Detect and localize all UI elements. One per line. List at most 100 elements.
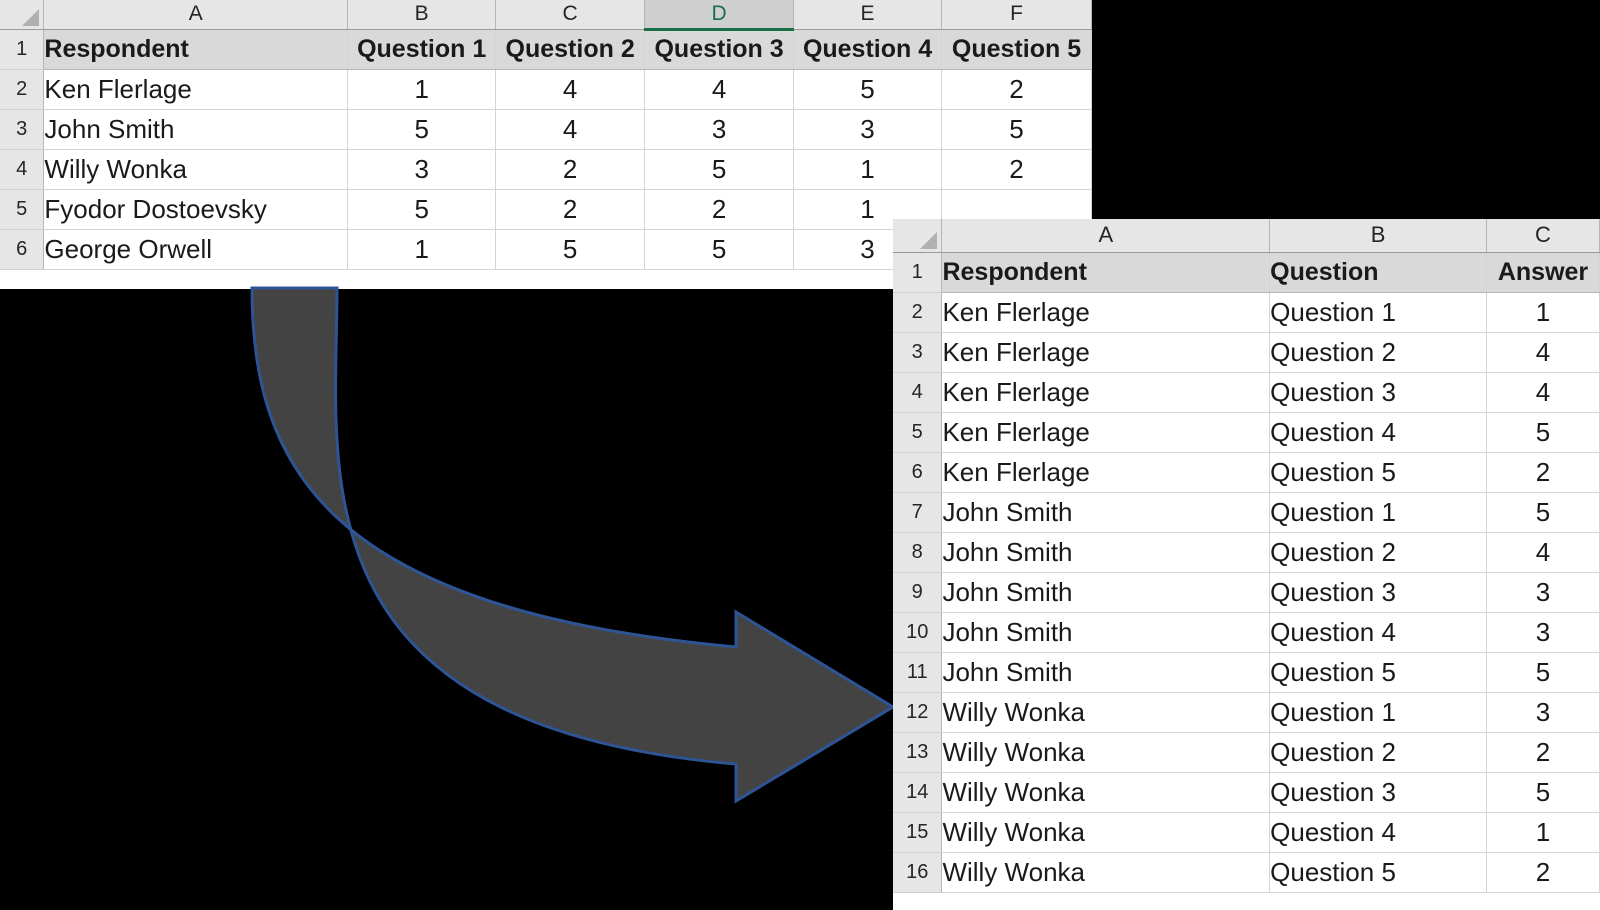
cell-f2[interactable]: 2	[941, 69, 1092, 110]
cell-a5[interactable]: Ken Flerlage	[941, 412, 1271, 453]
cell-c11[interactable]: 5	[1486, 652, 1600, 693]
cell-b4[interactable]: 3	[347, 149, 497, 190]
cell-c16[interactable]: 2	[1486, 852, 1600, 893]
table-row[interactable]: 10 John Smith Question 4 3	[893, 612, 1600, 653]
cell-b3[interactable]: Question 2	[1269, 332, 1487, 373]
table-row[interactable]: 14 Willy Wonka Question 3 5	[893, 772, 1600, 813]
cell-a8[interactable]: John Smith	[941, 532, 1271, 573]
cell-a9[interactable]: John Smith	[941, 572, 1271, 613]
cell-b6[interactable]: 1	[347, 229, 497, 270]
row-header-13[interactable]: 13	[893, 732, 943, 773]
cell-b15[interactable]: Question 4	[1269, 812, 1487, 853]
cell-d2[interactable]: 4	[644, 69, 795, 110]
row-header-3[interactable]: 3	[0, 109, 45, 150]
table-row[interactable]: 2 Ken Flerlage Question 1 1	[893, 292, 1600, 333]
cell-c2[interactable]: 1	[1486, 292, 1600, 333]
table-row[interactable]: 3 Ken Flerlage Question 2 4	[893, 332, 1600, 373]
cell-c7[interactable]: 5	[1486, 492, 1600, 533]
cell-e2[interactable]: 5	[793, 69, 943, 110]
table-row[interactable]: 5 Ken Flerlage Question 4 5	[893, 412, 1600, 453]
table-row[interactable]: 16 Willy Wonka Question 5 2	[893, 852, 1600, 893]
cell-a13[interactable]: Willy Wonka	[941, 732, 1271, 773]
cell-c8[interactable]: 4	[1486, 532, 1600, 573]
row-header-4[interactable]: 4	[893, 372, 943, 413]
table-row[interactable]: 6 Ken Flerlage Question 5 2	[893, 452, 1600, 493]
cell-b2[interactable]: Question 1	[1269, 292, 1487, 333]
cell-c10[interactable]: 3	[1486, 612, 1600, 653]
cell-d1[interactable]: Question 3	[644, 29, 795, 70]
cell-b16[interactable]: Question 5	[1269, 852, 1487, 893]
cell-b4[interactable]: Question 3	[1269, 372, 1487, 413]
cell-a15[interactable]: Willy Wonka	[941, 812, 1271, 853]
row-header-2[interactable]: 2	[0, 69, 45, 110]
cell-b10[interactable]: Question 4	[1269, 612, 1487, 653]
select-all-corner[interactable]	[0, 0, 45, 30]
cell-b6[interactable]: Question 5	[1269, 452, 1487, 493]
cell-b14[interactable]: Question 3	[1269, 772, 1487, 813]
cell-f1[interactable]: Question 5	[941, 29, 1092, 70]
row-header-6[interactable]: 6	[0, 229, 45, 270]
table-row[interactable]: 3 John Smith 5 4 3 3 5	[0, 109, 1092, 150]
column-header-b[interactable]: B	[1269, 219, 1487, 253]
cell-b9[interactable]: Question 3	[1269, 572, 1487, 613]
cell-b13[interactable]: Question 2	[1269, 732, 1487, 773]
column-header-c[interactable]: C	[1486, 219, 1600, 253]
cell-b3[interactable]: 5	[347, 109, 497, 150]
column-header-c[interactable]: C	[495, 0, 646, 30]
cell-c15[interactable]: 1	[1486, 812, 1600, 853]
cell-a11[interactable]: John Smith	[941, 652, 1271, 693]
row-header-14[interactable]: 14	[893, 772, 943, 813]
row-header-16[interactable]: 16	[893, 852, 943, 893]
cell-b11[interactable]: Question 5	[1269, 652, 1487, 693]
table-row[interactable]: 7 John Smith Question 1 5	[893, 492, 1600, 533]
cell-a2[interactable]: Ken Flerlage	[941, 292, 1271, 333]
tall-table[interactable]: A B C 1 Respondent Question Answer 2 Ken…	[893, 219, 1600, 893]
row-header-8[interactable]: 8	[893, 532, 943, 573]
cell-c4[interactable]: 4	[1486, 372, 1600, 413]
row-header-2[interactable]: 2	[893, 292, 943, 333]
cell-a1[interactable]: Respondent	[941, 252, 1271, 293]
cell-a10[interactable]: John Smith	[941, 612, 1271, 653]
column-header-e[interactable]: E	[793, 0, 943, 30]
cell-b1[interactable]: Question 1	[347, 29, 497, 70]
cell-c2[interactable]: 4	[495, 69, 646, 110]
cell-b7[interactable]: Question 1	[1269, 492, 1487, 533]
row-header-3[interactable]: 3	[893, 332, 943, 373]
table-row[interactable]: 1 Respondent Question Answer	[893, 252, 1600, 293]
cell-f3[interactable]: 5	[941, 109, 1092, 150]
cell-b1[interactable]: Question	[1269, 252, 1487, 293]
row-header-7[interactable]: 7	[893, 492, 943, 533]
cell-a12[interactable]: Willy Wonka	[941, 692, 1271, 733]
cell-b5[interactable]: Question 4	[1269, 412, 1487, 453]
row-header-9[interactable]: 9	[893, 572, 943, 613]
row-header-15[interactable]: 15	[893, 812, 943, 853]
cell-e1[interactable]: Question 4	[793, 29, 943, 70]
row-header-6[interactable]: 6	[893, 452, 943, 493]
table-row[interactable]: 1 Respondent Question 1 Question 2 Quest…	[0, 29, 1092, 70]
cell-b12[interactable]: Question 1	[1269, 692, 1487, 733]
select-all-corner[interactable]	[893, 219, 943, 253]
row-header-5[interactable]: 5	[0, 189, 45, 230]
cell-b8[interactable]: Question 2	[1269, 532, 1487, 573]
cell-a3[interactable]: John Smith	[43, 109, 349, 150]
cell-b5[interactable]: 5	[347, 189, 497, 230]
cell-a6[interactable]: Ken Flerlage	[941, 452, 1271, 493]
cell-d4[interactable]: 5	[644, 149, 795, 190]
cell-a1[interactable]: Respondent	[43, 29, 349, 70]
cell-c3[interactable]: 4	[1486, 332, 1600, 373]
cell-c4[interactable]: 2	[495, 149, 646, 190]
cell-a14[interactable]: Willy Wonka	[941, 772, 1271, 813]
column-header-a[interactable]: A	[43, 0, 349, 30]
cell-c1[interactable]: Question 2	[495, 29, 646, 70]
row-header-4[interactable]: 4	[0, 149, 45, 190]
cell-c6[interactable]: 2	[1486, 452, 1600, 493]
row-header-11[interactable]: 11	[893, 652, 943, 693]
column-header-f[interactable]: F	[941, 0, 1092, 30]
row-header-1[interactable]: 1	[893, 252, 943, 293]
table-row[interactable]: 12 Willy Wonka Question 1 3	[893, 692, 1600, 733]
cell-c9[interactable]: 3	[1486, 572, 1600, 613]
cell-c3[interactable]: 4	[495, 109, 646, 150]
column-header-b[interactable]: B	[347, 0, 497, 30]
table-row[interactable]: 4 Willy Wonka 3 2 5 1 2	[0, 149, 1092, 190]
table-row[interactable]: 13 Willy Wonka Question 2 2	[893, 732, 1600, 773]
